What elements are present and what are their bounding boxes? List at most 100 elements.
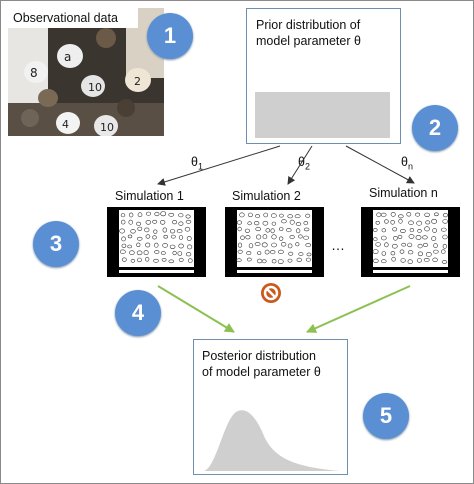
theta-n-label: θn — [401, 155, 413, 172]
simulated-pedestrian — [121, 236, 126, 242]
simulated-pedestrian — [390, 251, 396, 256]
simulated-pedestrian — [424, 226, 430, 232]
posterior-distribution-box: Posterior distribution of model paramete… — [193, 339, 348, 475]
svg-text:10: 10 — [100, 121, 114, 134]
simulated-pedestrian — [287, 214, 293, 219]
svg-text:8: 8 — [30, 66, 38, 80]
simulated-pedestrian — [163, 234, 168, 239]
simulated-pedestrian — [295, 242, 300, 247]
simulated-pedestrian — [152, 235, 157, 240]
accept-arrow-simulation-n — [306, 285, 411, 333]
simulated-pedestrian — [185, 219, 192, 224]
simulated-pedestrian — [381, 259, 387, 264]
simulated-pedestrian — [303, 235, 309, 240]
simulated-pedestrian — [121, 257, 127, 262]
simulated-pedestrian — [289, 235, 295, 239]
simulated-pedestrian — [160, 220, 166, 225]
step-2-badge: 2 — [412, 105, 458, 151]
prior-uniform-distribution — [255, 92, 390, 138]
simulated-pedestrian — [262, 234, 268, 240]
simulated-pedestrian — [288, 251, 294, 256]
simulated-pedestrian — [153, 258, 159, 263]
simulated-pedestrian — [423, 258, 430, 262]
observational-data-caption-bg — [8, 8, 138, 28]
simulated-pedestrian — [381, 251, 386, 256]
simulated-pedestrian — [137, 226, 143, 231]
simulated-pedestrian — [261, 242, 268, 248]
simulated-pedestrian — [375, 220, 380, 225]
simulated-pedestrian — [185, 252, 192, 257]
simulated-pedestrian — [153, 229, 158, 234]
simulated-pedestrian — [127, 234, 133, 239]
simulated-pedestrian — [239, 212, 245, 218]
simulated-pedestrian — [270, 228, 275, 234]
simulated-pedestrian — [384, 219, 389, 224]
arrow-to-simulation-n — [345, 145, 415, 184]
simulated-pedestrian — [393, 235, 398, 241]
simulated-pedestrian — [186, 235, 192, 241]
ellipsis: … — [331, 237, 345, 253]
simulated-pedestrian — [264, 249, 270, 255]
simulated-pedestrian — [136, 242, 141, 247]
simulated-pedestrian — [425, 252, 432, 257]
simulated-pedestrian — [416, 220, 423, 226]
simulated-pedestrian — [144, 227, 150, 233]
simulated-pedestrian — [145, 242, 151, 248]
simulated-pedestrian — [441, 227, 447, 232]
simulated-pedestrian — [424, 212, 430, 217]
simulated-pedestrian — [391, 243, 398, 249]
simulated-pedestrian — [136, 236, 143, 241]
simulated-pedestrian — [184, 226, 191, 232]
simulated-pedestrian — [130, 258, 136, 263]
simulated-pedestrian — [270, 213, 277, 218]
simulated-pedestrian — [305, 257, 311, 262]
simulated-pedestrian — [305, 213, 311, 218]
svg-text:a: a — [64, 50, 71, 64]
simulated-pedestrian — [278, 249, 284, 255]
simulated-pedestrian — [409, 228, 415, 233]
simulated-pedestrian — [381, 228, 386, 233]
simulated-pedestrian — [145, 234, 151, 239]
simulated-pedestrian — [169, 229, 176, 234]
simulated-pedestrian — [416, 258, 422, 263]
simulated-pedestrian — [441, 260, 448, 264]
simulated-pedestrian — [442, 234, 448, 240]
prior-distribution-box: Prior distribution of model parameter θ — [246, 8, 401, 144]
simulated-pedestrian — [160, 251, 166, 255]
simulated-pedestrian — [136, 221, 142, 226]
simulated-pedestrian — [269, 250, 276, 255]
simulated-pedestrian — [433, 249, 439, 254]
simulated-pedestrian — [263, 212, 269, 218]
simulated-pedestrian — [137, 257, 142, 263]
simulated-pedestrian — [287, 243, 293, 249]
simulated-pedestrian — [406, 212, 412, 217]
simulated-pedestrian — [154, 242, 159, 248]
simulated-pedestrian — [145, 256, 150, 262]
simulated-pedestrian — [415, 234, 422, 240]
simulated-pedestrian — [236, 220, 242, 225]
simulated-pedestrian — [154, 250, 160, 254]
simulated-pedestrian — [417, 228, 422, 233]
observational-data-title: Observational data — [13, 11, 118, 25]
simulated-pedestrian — [434, 212, 439, 217]
step-5-badge: 5 — [363, 393, 409, 439]
simulated-pedestrian — [380, 235, 387, 241]
simulated-pedestrian — [303, 227, 310, 232]
simulated-pedestrian — [294, 214, 301, 219]
simulated-pedestrian — [390, 220, 395, 225]
prohibited-icon — [261, 283, 281, 303]
simulated-pedestrian — [289, 219, 295, 225]
simulation-1-panel — [107, 207, 206, 277]
simulated-pedestrian — [384, 242, 389, 248]
simulated-pedestrian — [279, 213, 284, 218]
simulated-pedestrian — [278, 227, 284, 231]
simulated-pedestrian — [442, 243, 447, 249]
simulation-n-label: Simulation n — [369, 186, 438, 200]
simulated-pedestrian — [254, 242, 261, 246]
simulated-pedestrian — [305, 243, 311, 248]
simulated-pedestrian — [120, 213, 126, 218]
simulated-pedestrian — [178, 213, 184, 218]
simulated-pedestrian — [441, 249, 446, 254]
simulated-pedestrian — [257, 251, 262, 255]
simulated-pedestrian — [295, 228, 301, 234]
